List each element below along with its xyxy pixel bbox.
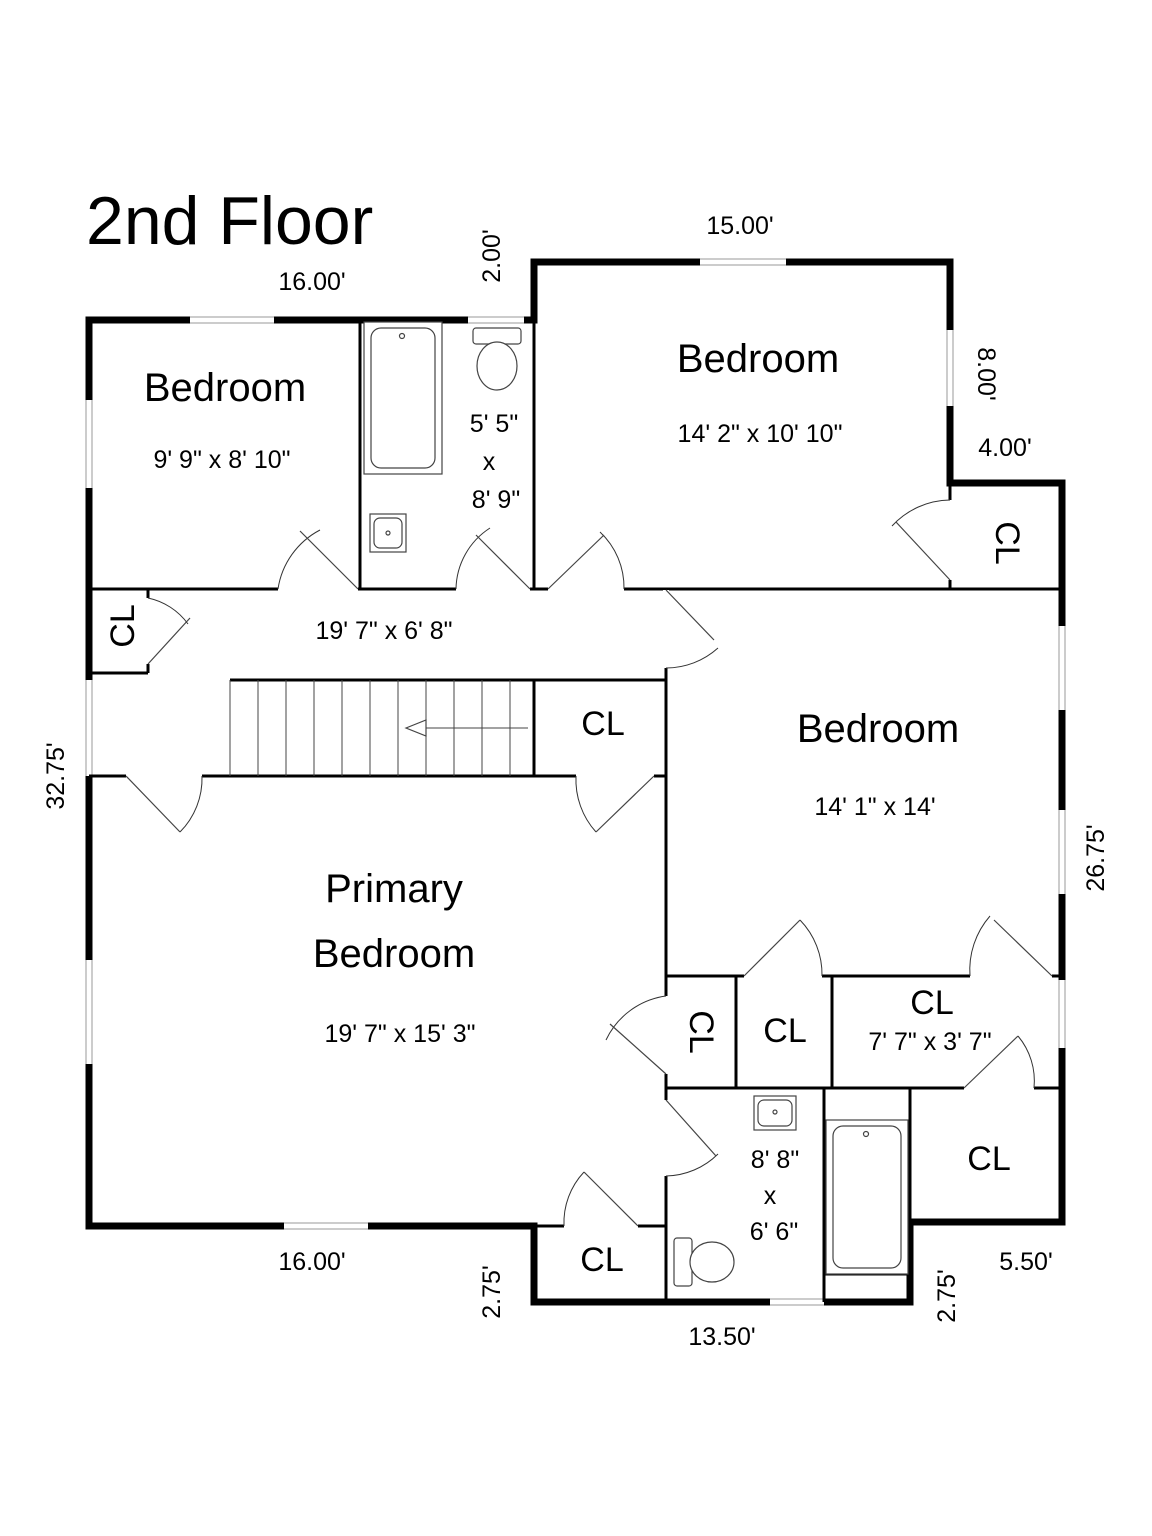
dim-top-right: 15.00' xyxy=(706,212,773,240)
dim-bottom-notch-left: 2.75' xyxy=(478,1265,506,1318)
dim-bottom-right: 5.50' xyxy=(999,1248,1052,1276)
closet-wide-size: 7' 7" x 3' 7" xyxy=(868,1028,991,1056)
primary-label-line2: Bedroom xyxy=(313,932,475,976)
staircase xyxy=(229,680,528,776)
closet-vertical-label: CL xyxy=(682,1010,720,1053)
bedroom-e-label: Bedroom xyxy=(797,707,959,751)
hall-size: 19' 7" x 6' 8" xyxy=(315,617,452,645)
dim-left: 32.75' xyxy=(42,742,70,809)
dim-bottom-notch-right: 2.75' xyxy=(933,1269,961,1322)
closet-bottom-label: CL xyxy=(580,1241,623,1279)
primary-size: 19' 7" x 15' 3" xyxy=(324,1020,475,1048)
dim-top-notch: 2.00' xyxy=(478,229,506,282)
bath-top-size-line2: x xyxy=(483,448,496,476)
floor-title: 2nd Floor xyxy=(86,183,373,259)
closet-mid-label: CL xyxy=(763,1012,806,1050)
closet-hall-label: CL xyxy=(104,604,142,647)
bath-top-size-line3: 8' 9" xyxy=(472,486,520,514)
closet-stair-label: CL xyxy=(581,705,624,743)
bath-bottom-size-line1: 8' 8" xyxy=(751,1146,799,1174)
bedroom-e-size: 14' 1" x 14' xyxy=(814,793,935,821)
dim-top-left: 16.00' xyxy=(278,268,345,296)
dim-right-upper: 8.00' xyxy=(972,347,1000,400)
primary-label-line1: Primary xyxy=(325,867,463,911)
bedroom-ne-size: 14' 2" x 10' 10" xyxy=(678,420,843,448)
bedroom-nw-label: Bedroom xyxy=(144,366,306,410)
bath-fixtures xyxy=(363,321,909,1287)
door-swings xyxy=(125,499,1053,1229)
bath-bottom-size-line3: 6' 6" xyxy=(750,1218,798,1246)
windows xyxy=(83,256,1068,1308)
closet-wide-label: CL xyxy=(910,984,953,1022)
closet-ne-label: CL xyxy=(988,521,1026,564)
toilet-top xyxy=(476,341,518,391)
bath-top-size-line1: 5' 5" xyxy=(470,410,518,438)
toilet-bottom xyxy=(689,1241,735,1283)
dim-right-step: 4.00' xyxy=(978,434,1031,462)
dim-bottom-mid: 13.50' xyxy=(688,1323,755,1351)
dim-bottom-left: 16.00' xyxy=(278,1248,345,1276)
dim-right: 26.75' xyxy=(1082,824,1110,891)
bedroom-ne-label: Bedroom xyxy=(677,337,839,381)
bath-bottom-size-line2: x xyxy=(764,1182,777,1210)
bedroom-nw-size: 9' 9" x 8' 10" xyxy=(153,446,290,474)
closet-se-label: CL xyxy=(967,1140,1010,1178)
